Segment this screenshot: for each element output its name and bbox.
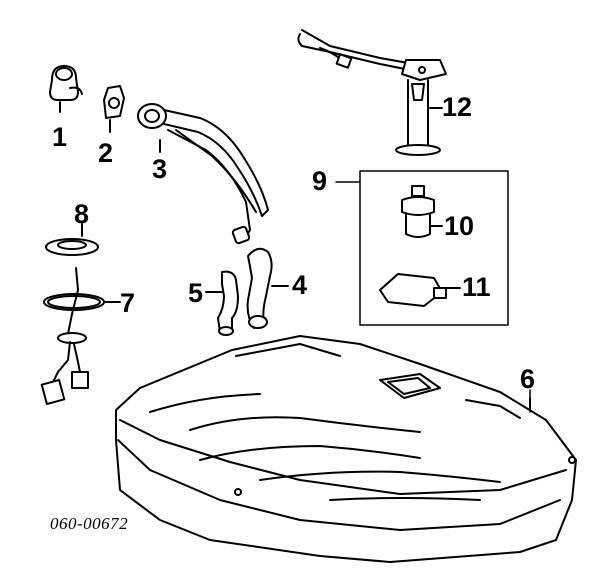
fuel-sender-unit[interactable]: [297, 29, 447, 156]
callout-9: 9: [312, 166, 328, 196]
callout-12: 12: [442, 92, 473, 122]
pressure-sensor[interactable]: [401, 185, 443, 238]
part-number-label: 060-00672: [50, 514, 129, 533]
callout-3: 3: [152, 154, 168, 184]
callout-4: 4: [292, 270, 308, 300]
pump-gasket[interactable]: [43, 293, 121, 311]
callout-8: 8: [74, 199, 90, 229]
pump-retainer-ring[interactable]: [45, 223, 99, 256]
sensor-group-frame: [335, 170, 509, 326]
hose-5[interactable]: [205, 270, 239, 336]
callout-1: 1: [52, 122, 68, 152]
hose-4[interactable]: [246, 247, 289, 329]
callout-10: 10: [444, 211, 475, 241]
callout-5: 5: [188, 278, 204, 308]
fuel-tank[interactable]: [115, 335, 577, 563]
fuel-cap[interactable]: [49, 65, 83, 113]
sensor-module[interactable]: [379, 273, 461, 307]
callout-6: 6: [520, 364, 536, 394]
callout-7: 7: [120, 288, 136, 318]
fuel-pump-assembly[interactable]: [40, 267, 89, 405]
callout-11: 11: [462, 272, 491, 302]
callout-2: 2: [98, 138, 114, 168]
filler-neck-pipe[interactable]: [137, 103, 269, 245]
filler-gasket[interactable]: [103, 85, 125, 133]
